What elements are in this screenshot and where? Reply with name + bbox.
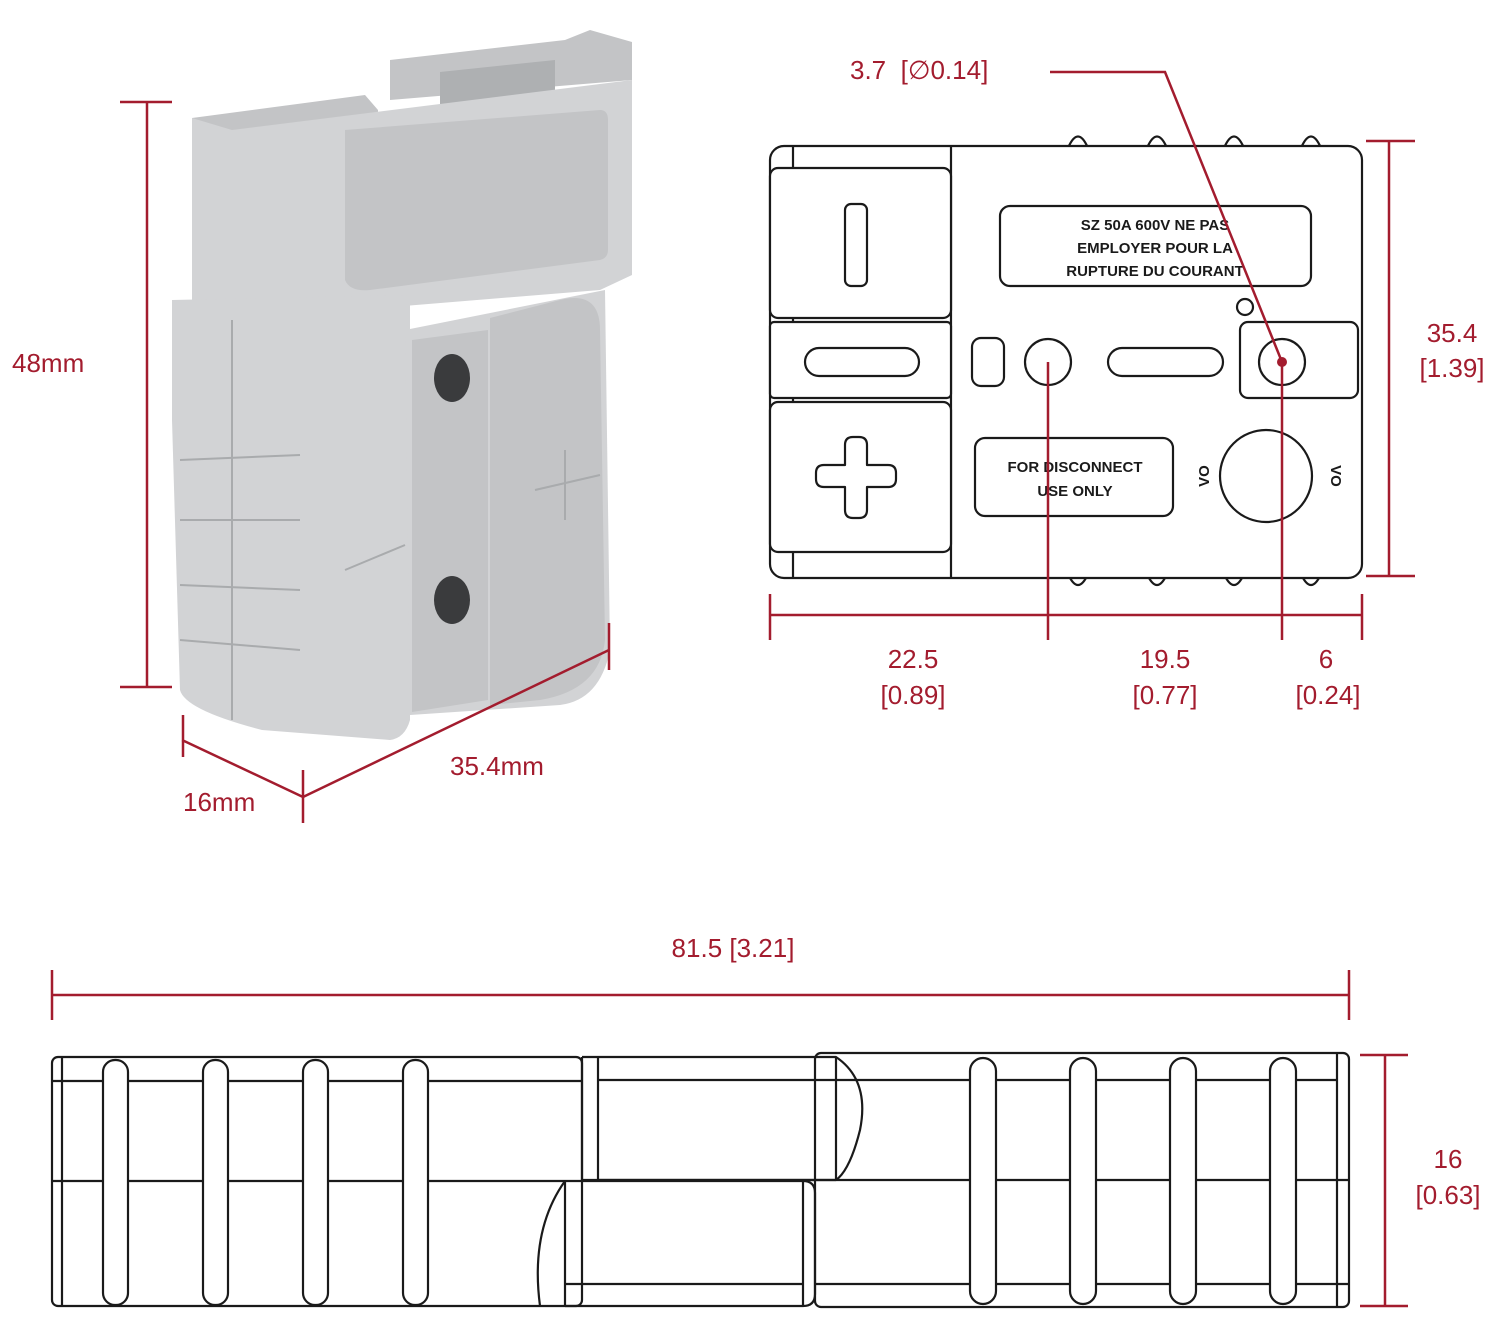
front-height-dimension: [1366, 139, 1415, 578]
side-length-dimension: [50, 970, 1351, 1020]
front-height-in: [1.39]: [1419, 353, 1484, 383]
segment-1-in: [0.89]: [880, 680, 945, 710]
photo-width-label: 35.4mm: [450, 751, 544, 781]
segment-3-mm: 6: [1319, 644, 1333, 674]
side-length-label: 81.5 [3.21]: [672, 933, 795, 963]
segment-2-mm: 19.5: [1140, 644, 1191, 674]
front-view-outline: [768, 135, 1364, 587]
front-label-line-2: EMPLOYER POUR LA: [1077, 240, 1233, 257]
photo-width-dimension: [302, 623, 611, 799]
photo-height-dimension: [120, 100, 172, 689]
side-height-mm: 16: [1434, 1144, 1463, 1174]
hole-diameter-label: 3.7 [∅0.14]: [850, 55, 988, 85]
front-width-dimensions: [768, 362, 1364, 640]
photo-height-label: 48mm: [12, 348, 84, 378]
segment-1-mm: 22.5: [888, 644, 939, 674]
front-height-mm: 35.4: [1427, 318, 1478, 348]
disconnect-label-line-2: USE ONLY: [1037, 483, 1112, 500]
vo-left-label: VO: [1196, 465, 1213, 487]
segment-3-in: [0.24]: [1295, 680, 1360, 710]
side-view-outline: [50, 1051, 1351, 1309]
side-height-dimension: [1360, 1053, 1408, 1308]
disconnect-label-line-1: FOR DISCONNECT: [1008, 459, 1143, 476]
connector-photo: [172, 30, 632, 740]
side-height-in: [0.63]: [1415, 1180, 1480, 1210]
photo-depth-label: 16mm: [183, 787, 255, 817]
segment-2-in: [0.77]: [1132, 680, 1197, 710]
front-label-line-1: SZ 50A 600V NE PAS: [1081, 217, 1229, 234]
vo-right-label: VO: [1327, 465, 1344, 487]
front-label-line-3: RUPTURE DU COURANT: [1066, 263, 1244, 280]
